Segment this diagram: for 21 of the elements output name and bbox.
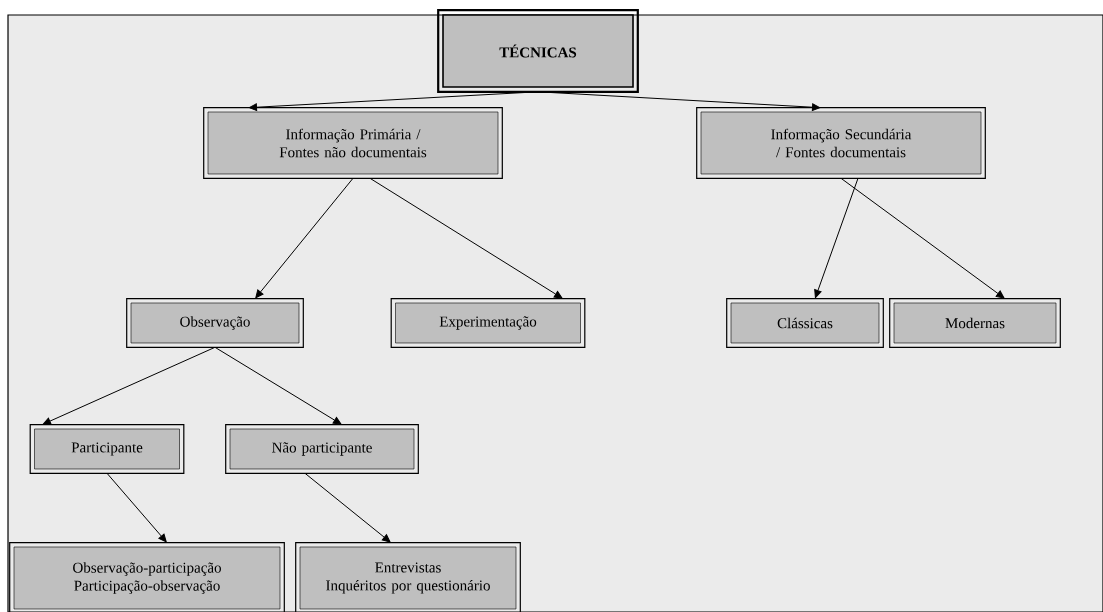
arrow bbox=[369, 177, 563, 299]
title-box: TÉCNICAS bbox=[437, 9, 639, 93]
arrow bbox=[255, 177, 354, 299]
arrow bbox=[106, 472, 167, 543]
category-box: Experimentação bbox=[390, 298, 586, 348]
category-box: Observação bbox=[126, 298, 304, 348]
arrow bbox=[304, 472, 391, 543]
category-box: Informação Primária / Fontes não documentais bbox=[203, 107, 503, 179]
category-box: Não participante bbox=[225, 424, 419, 474]
arrow bbox=[214, 346, 342, 425]
category-box: Observação-participação Participação-observação bbox=[9, 542, 285, 612]
arrow bbox=[537, 91, 821, 112]
category-box: Participante bbox=[29, 424, 185, 474]
arrow bbox=[814, 177, 859, 299]
arrow bbox=[42, 346, 216, 425]
category-box: Modernas bbox=[889, 298, 1061, 348]
category-box: Informação Secundária / Fontes documentais bbox=[696, 107, 986, 179]
arrow bbox=[248, 91, 539, 112]
category-box: Entrevistas Inquéritos por questionário bbox=[295, 542, 521, 612]
category-box: Clássicas bbox=[726, 298, 884, 348]
arrow bbox=[840, 177, 1005, 299]
